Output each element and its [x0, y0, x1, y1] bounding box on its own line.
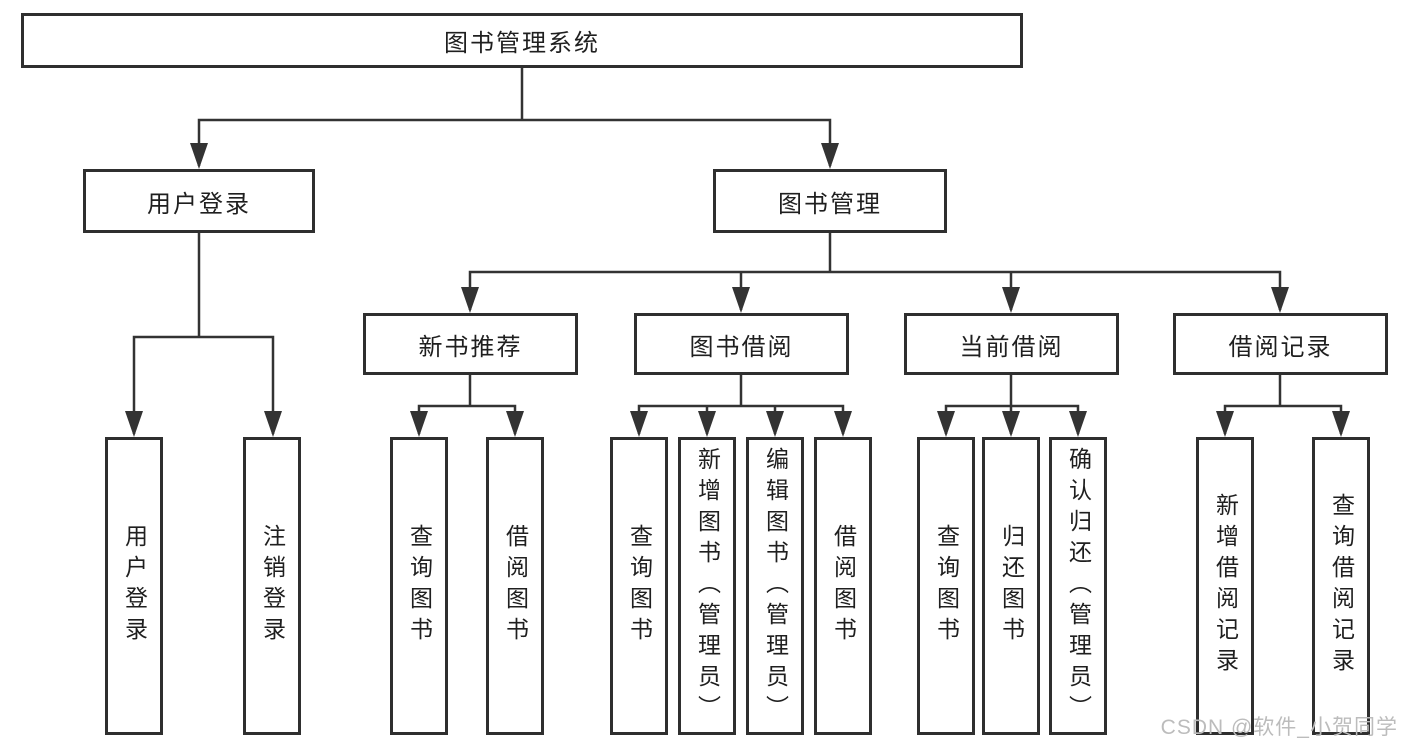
leaf-borrowing-borrow-books: 借阅图书 [814, 437, 872, 735]
leaf-confirm-return-admin: 确认归还（管理员） [1049, 437, 1107, 735]
leaf-current-query-books: 查询图书 [917, 437, 975, 735]
leaf-new-borrow-record-label: 新增借阅记录 [1212, 493, 1239, 679]
node-library-system: 图书管理系统 [21, 13, 1023, 68]
leaf-user-login-label: 用户登录 [121, 524, 148, 648]
leaf-add-book-admin: 新增图书（管理员） [678, 437, 736, 735]
node-current-borrowing: 当前借阅 [904, 313, 1119, 375]
leaf-query-borrow-record-label: 查询借阅记录 [1328, 493, 1355, 679]
leaf-recommend-borrow-books-label: 借阅图书 [502, 524, 529, 648]
leaf-recommend-query-books-label: 查询图书 [406, 524, 433, 648]
leaf-edit-book-admin-label: 编辑图书（管理员） [762, 446, 789, 726]
leaf-return-books-label: 归还图书 [998, 524, 1025, 648]
leaf-recommend-borrow-books: 借阅图书 [486, 437, 544, 735]
leaf-new-borrow-record: 新增借阅记录 [1196, 437, 1254, 735]
node-borrowing-records: 借阅记录 [1173, 313, 1388, 375]
node-book-management: 图书管理 [713, 169, 947, 233]
node-user-login: 用户登录 [83, 169, 315, 233]
node-book-borrowing-label: 图书借阅 [689, 333, 794, 361]
leaf-return-books: 归还图书 [982, 437, 1040, 735]
csdn-watermark: CSDN @软件_小贺同学 [1160, 716, 1398, 739]
leaf-user-login: 用户登录 [105, 437, 163, 735]
leaf-logout-label: 注销登录 [259, 524, 286, 648]
leaf-confirm-return-admin-label: 确认归还（管理员） [1065, 446, 1092, 726]
node-book-borrowing: 图书借阅 [634, 313, 849, 375]
leaf-current-query-books-label: 查询图书 [933, 524, 960, 648]
leaf-query-borrow-record: 查询借阅记录 [1312, 437, 1370, 735]
leaf-borrowing-borrow-books-label: 借阅图书 [830, 524, 857, 648]
node-library-system-label: 图书管理系统 [444, 30, 600, 57]
leaf-edit-book-admin: 编辑图书（管理员） [746, 437, 804, 735]
leaf-borrowing-query-books-label: 查询图书 [626, 524, 653, 648]
leaf-borrowing-query-books: 查询图书 [610, 437, 668, 735]
node-new-book-recommend-label: 新书推荐 [418, 333, 523, 361]
leaf-logout: 注销登录 [243, 437, 301, 735]
leaf-recommend-query-books: 查询图书 [390, 437, 448, 735]
leaf-add-book-admin-label: 新增图书（管理员） [694, 446, 721, 726]
node-new-book-recommend: 新书推荐 [363, 313, 578, 375]
node-current-borrowing-label: 当前借阅 [959, 333, 1064, 361]
node-user-login-label: 用户登录 [147, 190, 251, 218]
node-book-management-label: 图书管理 [778, 190, 882, 218]
node-borrowing-records-label: 借阅记录 [1228, 333, 1333, 361]
